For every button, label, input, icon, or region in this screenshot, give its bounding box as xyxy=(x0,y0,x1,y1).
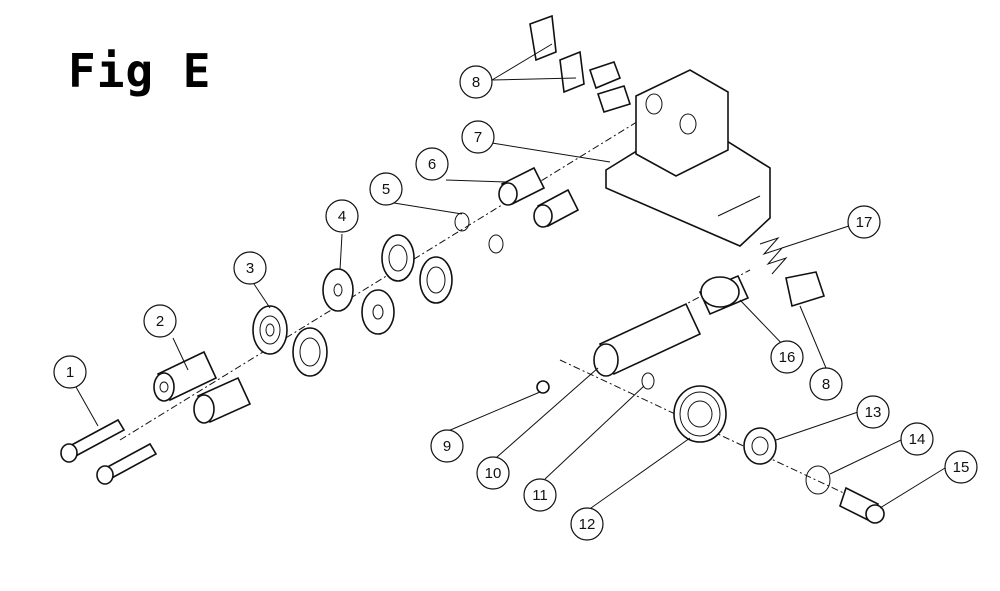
part-bearing-single xyxy=(743,427,777,465)
callout-label: 11 xyxy=(532,487,548,504)
part-retaining-clip xyxy=(454,212,504,254)
callout-8-top: 8 xyxy=(459,65,493,99)
callout-label: 8 xyxy=(822,376,830,393)
callout-8-right: 8 xyxy=(809,367,843,401)
callout-label: 8 xyxy=(472,74,480,91)
callout-label: 9 xyxy=(443,438,451,455)
callout-15: 15 xyxy=(944,450,978,484)
callout-label: 16 xyxy=(779,349,796,366)
part-pin xyxy=(839,486,885,524)
callout-9: 9 xyxy=(430,429,464,463)
figure-title: Fig E xyxy=(68,44,212,98)
part-spring xyxy=(759,236,788,275)
callout-2: 2 xyxy=(143,304,177,338)
axis-left-assembly xyxy=(119,119,641,441)
axis-right-assembly xyxy=(559,359,881,511)
callout-label: 7 xyxy=(474,129,482,146)
part-bearing-pair-a xyxy=(252,305,328,377)
callout-label: 12 xyxy=(579,516,596,533)
part-small-clip xyxy=(641,372,655,390)
callout-label: 4 xyxy=(338,208,346,225)
callout-label: 3 xyxy=(246,260,254,277)
callout-13: 13 xyxy=(856,395,890,429)
callout-label: 5 xyxy=(382,181,390,198)
callout-7: 7 xyxy=(461,120,495,154)
callout-11: 11 xyxy=(523,478,557,512)
callout-label: 1 xyxy=(66,364,74,381)
callout-3: 3 xyxy=(233,251,267,285)
callout-label: 14 xyxy=(909,431,926,448)
part-clamp-handle xyxy=(529,14,826,308)
callout-12: 12 xyxy=(570,507,604,541)
part-spacer-bushing xyxy=(153,350,252,424)
callout-17: 17 xyxy=(847,205,881,239)
leader-lines xyxy=(75,43,946,509)
callout-1: 1 xyxy=(53,355,87,389)
part-cap-screw xyxy=(60,418,158,485)
callout-label: 15 xyxy=(953,459,970,476)
part-bearing-pair-b xyxy=(381,234,453,304)
part-set-screw xyxy=(536,380,550,394)
callout-5: 5 xyxy=(369,172,403,206)
part-roller-shaft xyxy=(593,274,750,377)
part-shoulder-pin xyxy=(498,166,580,228)
callout-4: 4 xyxy=(325,199,359,233)
part-bracket xyxy=(605,69,771,247)
callout-label: 2 xyxy=(156,313,164,330)
callout-6: 6 xyxy=(415,147,449,181)
callout-label: 13 xyxy=(865,404,882,421)
callout-16: 16 xyxy=(770,340,804,374)
callout-14: 14 xyxy=(900,422,934,456)
callout-label: 17 xyxy=(856,214,873,231)
callout-label: 10 xyxy=(485,465,502,482)
part-grooved-pulley xyxy=(673,385,727,443)
callout-10: 10 xyxy=(476,456,510,490)
part-washer xyxy=(322,268,395,335)
part-snap-ring xyxy=(805,465,831,495)
callout-label: 6 xyxy=(428,156,436,173)
